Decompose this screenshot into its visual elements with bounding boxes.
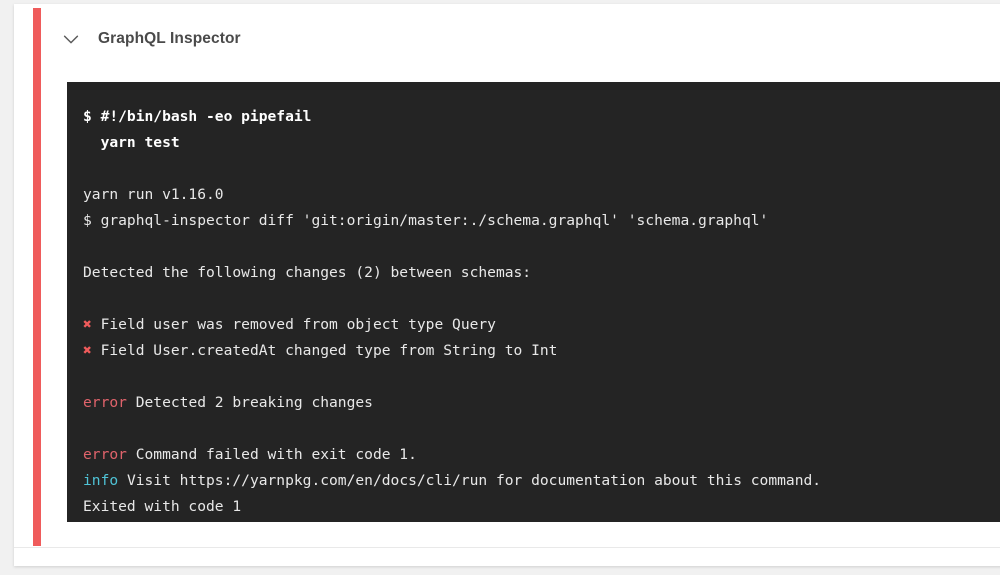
info-keyword: info — [83, 472, 119, 489]
terminal-line: Exited with code 1 — [83, 498, 242, 515]
terminal-line — [83, 156, 1000, 182]
terminal-line — [83, 234, 1000, 260]
terminal-line: error Command failed with exit code 1. — [83, 442, 1000, 468]
terminal-line — [83, 416, 1000, 442]
terminal-line: $ graphql-inspector diff 'git:origin/mas… — [83, 212, 769, 229]
terminal-line-list: $ #!/bin/bash -eo pipefail yarn test yarn… — [67, 82, 1000, 522]
error-message: Detected 2 breaking changes — [126, 394, 373, 411]
job-status-accent-bar — [33, 8, 41, 546]
terminal-line — [83, 286, 1000, 312]
terminal-line: $ #!/bin/bash -eo pipefail — [83, 108, 312, 125]
info-message: Visit https://yarnpkg.com/en/docs/cli/ru… — [118, 472, 822, 489]
terminal-line: ✖ Field user was removed from object typ… — [83, 312, 1000, 338]
terminal-line: info Visit https://yarnpkg.com/en/docs/c… — [83, 468, 1000, 494]
terminal-line: Detected the following changes (2) betwe… — [83, 264, 532, 281]
chevron-down-icon[interactable] — [58, 26, 84, 52]
error-keyword: error — [83, 446, 127, 463]
error-message: Command failed with exit code 1. — [126, 446, 417, 463]
breaking-change-icon: ✖ — [83, 316, 92, 333]
job-card: GraphQL Inspector $ #!/bin/bash -eo pipe… — [14, 4, 1000, 566]
breaking-change-text: Field user was removed from object type … — [91, 316, 496, 333]
terminal-line: yarn run v1.16.0 — [83, 186, 224, 203]
terminal-line: ✖ Field User.createdAt changed type from… — [83, 338, 1000, 364]
error-keyword: error — [83, 394, 127, 411]
breaking-change-icon: ✖ — [83, 342, 92, 359]
breaking-change-text: Field User.createdAt changed type from S… — [91, 342, 558, 359]
terminal-line: yarn test — [83, 134, 180, 151]
terminal-output[interactable]: $ #!/bin/bash -eo pipefail yarn test yarn… — [67, 82, 1000, 522]
job-header[interactable]: GraphQL Inspector — [58, 22, 241, 56]
job-divider — [14, 547, 1000, 548]
terminal-line: error Detected 2 breaking changes — [83, 390, 1000, 416]
page-title: GraphQL Inspector — [98, 30, 241, 47]
terminal-line — [83, 364, 1000, 390]
